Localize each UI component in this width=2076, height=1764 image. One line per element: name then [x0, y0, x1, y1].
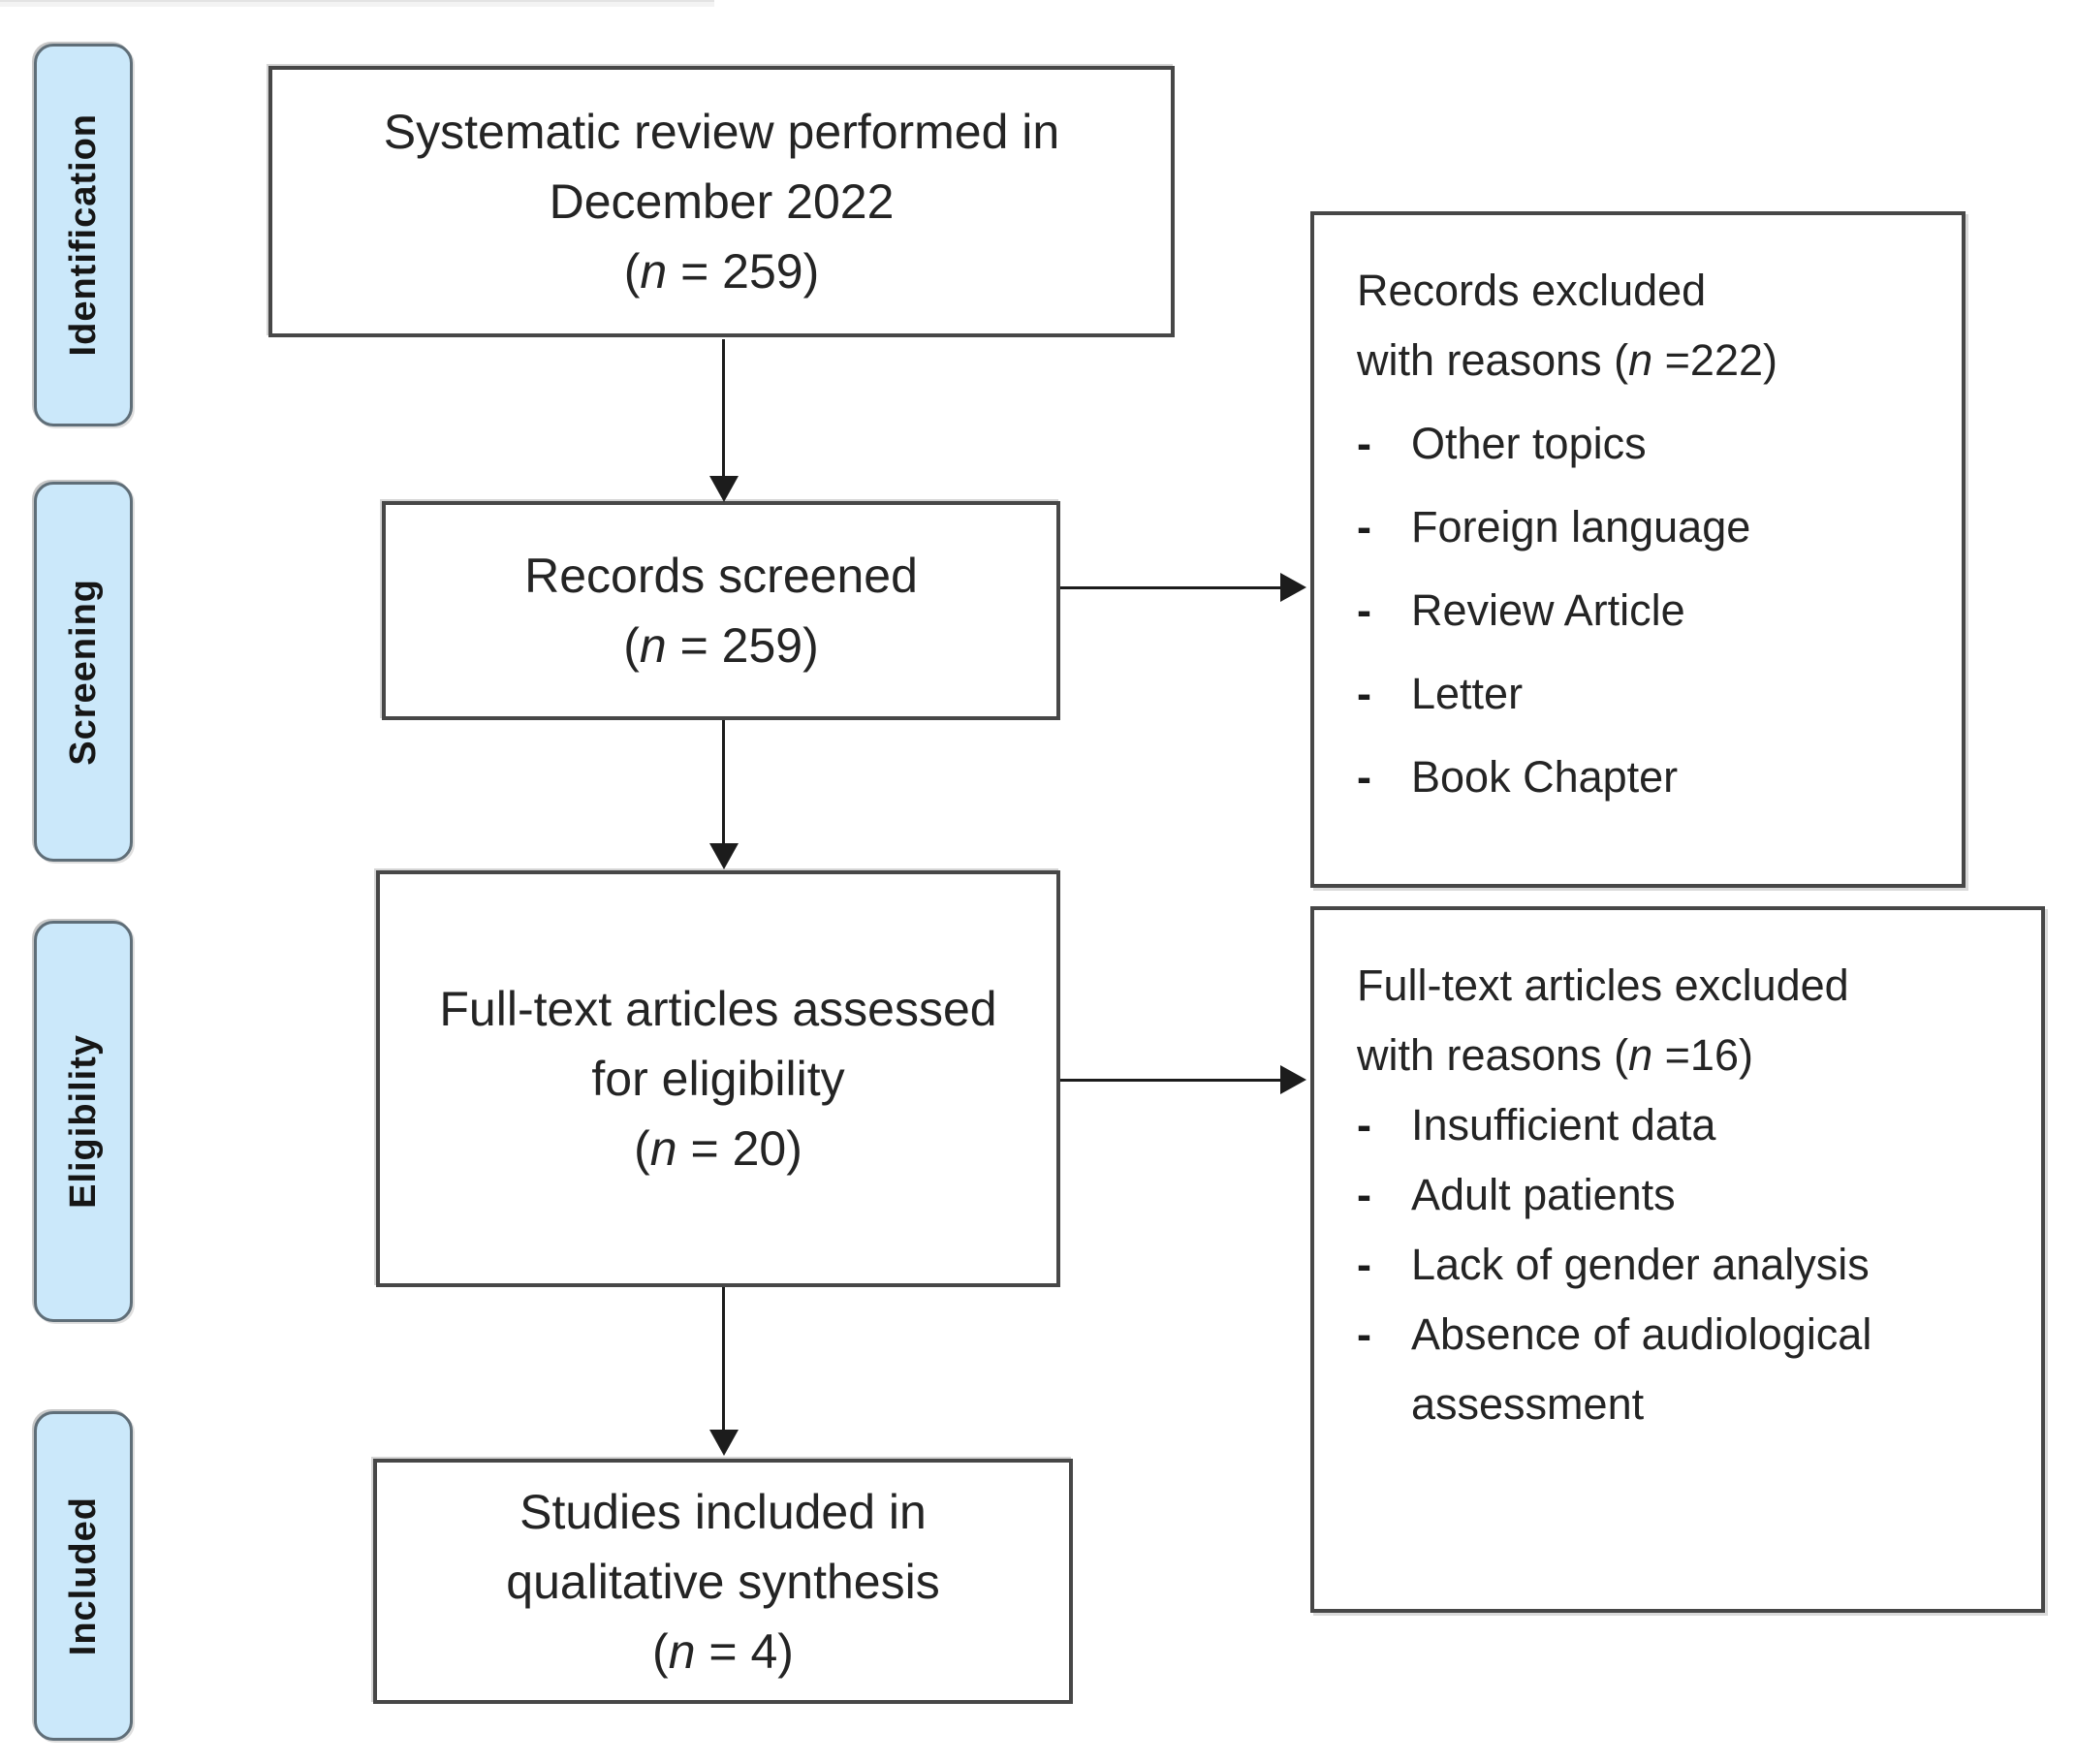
box-text-line: Systematic review performed in [383, 105, 1060, 159]
exclusion-title-line: with reasons (n =222) [1357, 335, 1777, 385]
bullet-dash: - [1357, 1240, 1371, 1289]
exclusion-reason-item: - Letter [1357, 659, 1933, 729]
arrow-identification-to-screening [722, 339, 725, 478]
box-text-line: (n = 259) [623, 618, 819, 673]
exclusion-title-line: with reasons (n =16) [1357, 1030, 1753, 1080]
exclusion-reason-item: - Insufficient data [1357, 1090, 2012, 1160]
stage-tab-identification: Identification [34, 44, 133, 426]
exclusion-reason-text: Lack of gender analysis [1411, 1240, 1870, 1289]
box-text-line: Full-text articles assessed [439, 982, 997, 1036]
exclusion-reason-item: - Book Chapter [1357, 742, 1933, 812]
stage-tab-label: Eligibility [62, 1034, 104, 1209]
studies-included-box: Studies included in qualitative synthesi… [373, 1459, 1073, 1704]
exclusion-reason-item: - Review Article [1357, 576, 1933, 646]
exclusion-reason-item: - Absence of audiological assessment [1357, 1300, 2012, 1439]
exclusion-reason-item: - Other topics [1357, 409, 1933, 479]
exclusion-reason-list: - Other topics - Foreign language - Revi… [1357, 409, 1933, 812]
arrow-screening-to-excluded [1060, 586, 1281, 589]
arrowhead-right-icon [1280, 1065, 1306, 1094]
arrow-eligibility-to-included [722, 1287, 725, 1432]
bullet-dash: - [1357, 585, 1371, 635]
records-excluded-box: Records excluded with reasons (n =222) -… [1310, 211, 1966, 888]
bullet-dash: - [1357, 502, 1371, 551]
stage-tab-eligibility: Eligibility [34, 921, 133, 1322]
stage-tab-label: Included [62, 1496, 104, 1656]
arrowhead-right-icon [1280, 573, 1306, 602]
exclusion-reason-text: Book Chapter [1411, 752, 1679, 802]
exclusion-reason-text: Adult patients [1411, 1170, 1676, 1219]
box-text-line: Records screened [524, 549, 918, 603]
exclusion-reason-text: Other topics [1411, 419, 1647, 468]
records-screened-box: Records screened (n = 259) [382, 501, 1060, 720]
stage-tab-label: Screening [62, 578, 104, 766]
arrow-screening-to-eligibility [722, 720, 725, 845]
exclusion-reason-text: Insufficient data [1411, 1100, 1716, 1150]
stage-tab-included: Included [34, 1411, 133, 1741]
fulltext-excluded-box: Full-text articles excluded with reasons… [1310, 906, 2045, 1613]
stage-tab-label: Identification [62, 113, 104, 357]
exclusion-reason-item: - Lack of gender analysis [1357, 1230, 2012, 1300]
exclusion-reason-text: Review Article [1411, 585, 1685, 635]
stage-tab-screening: Screening [34, 482, 133, 862]
identification-box: Systematic review performed in December … [268, 66, 1175, 337]
arrowhead-down-icon [709, 1430, 739, 1456]
exclusion-reason-text: Absence of audiological assessment [1411, 1309, 1872, 1429]
bullet-dash: - [1357, 669, 1371, 718]
exclusion-reason-text: Foreign language [1411, 502, 1751, 551]
arrowhead-down-icon [709, 843, 739, 869]
exclusion-reason-list: - Insufficient data - Adult patients - L… [1357, 1090, 2012, 1439]
bullet-dash: - [1357, 1170, 1371, 1219]
box-text-line: (n = 20) [634, 1121, 802, 1176]
exclusion-title-line: Full-text articles excluded [1357, 961, 1849, 1010]
box-text-line: (n = 259) [623, 244, 820, 299]
bullet-dash: - [1357, 419, 1371, 468]
box-text-line: December 2022 [549, 174, 895, 229]
arrowhead-down-icon [709, 476, 739, 502]
exclusion-title-line: Records excluded [1357, 266, 1707, 315]
fulltext-assessed-box: Full-text articles assessed for eligibil… [376, 870, 1060, 1287]
box-text-line: qualitative synthesis [506, 1554, 940, 1609]
bullet-dash: - [1357, 1100, 1371, 1150]
box-text-line: Studies included in [519, 1484, 927, 1539]
exclusion-reason-item: - Adult patients [1357, 1160, 2012, 1230]
exclusion-reason-item: - Foreign language [1357, 492, 1933, 562]
box-text-line: (n = 4) [652, 1623, 794, 1679]
bullet-dash: - [1357, 1309, 1371, 1359]
page-edge-artifact [0, 0, 714, 7]
bullet-dash: - [1357, 752, 1371, 802]
box-text-line: for eligibility [591, 1052, 845, 1106]
arrow-eligibility-to-excluded [1060, 1079, 1281, 1082]
exclusion-reason-text: Letter [1411, 669, 1524, 718]
